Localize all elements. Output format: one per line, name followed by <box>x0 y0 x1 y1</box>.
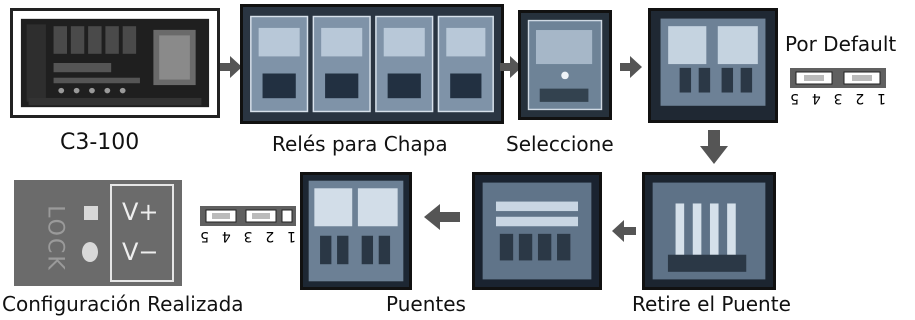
pin-label: 4 <box>221 228 231 244</box>
lock-panel: LOCK V+ V− <box>14 180 182 286</box>
controller-board-image <box>10 8 220 118</box>
pin-label: 4 <box>811 90 821 106</box>
v-minus-label: V− <box>122 238 159 266</box>
bridges-closeup-image <box>472 172 602 290</box>
arrow-right-icon <box>500 56 522 78</box>
board-label: C3-100 <box>60 130 140 155</box>
bridges-image <box>300 172 412 290</box>
relays-label: Relés para Chapa <box>272 132 448 156</box>
default-label: Por Default <box>785 32 897 56</box>
pin-label: 5 <box>200 228 209 244</box>
pin-label: 1 <box>877 90 886 106</box>
arrow-left-icon <box>612 220 636 242</box>
lock-terminal-circle <box>82 242 98 262</box>
lock-voltage-box: V+ V− <box>110 184 174 282</box>
remove-jumper-image <box>642 172 776 290</box>
arrow-right-icon <box>220 56 242 78</box>
arrow-right-icon <box>620 56 642 78</box>
lock-terminal-square <box>84 206 98 220</box>
pin-label: 3 <box>243 228 253 244</box>
jumper-diagram-configured <box>200 206 296 226</box>
select-label: Seleccione <box>506 132 614 156</box>
pin-label: 3 <box>833 90 843 106</box>
remove-label: Retire el Puente <box>632 292 791 316</box>
v-plus-label: V+ <box>122 198 159 226</box>
selected-relay-image <box>518 10 612 120</box>
lock-side-text: LOCK <box>42 205 68 272</box>
jumper-pin-numbers-configured: 1 2 3 4 5 <box>200 228 296 244</box>
pin-label: 5 <box>790 90 799 106</box>
arrow-down-icon <box>700 130 728 164</box>
relays-image <box>240 4 504 124</box>
done-label: Configuración Realizada <box>2 292 244 316</box>
bridges-label: Puentes <box>386 292 466 316</box>
pin-label: 2 <box>265 228 275 244</box>
jumper-diagram-default <box>790 68 886 88</box>
jumper-block-image <box>648 8 778 123</box>
pin-label: 1 <box>287 228 296 244</box>
jumper-pin-numbers-default: 1 2 3 4 5 <box>790 90 886 106</box>
pin-label: 2 <box>855 90 865 106</box>
arrow-left-icon <box>424 204 460 230</box>
